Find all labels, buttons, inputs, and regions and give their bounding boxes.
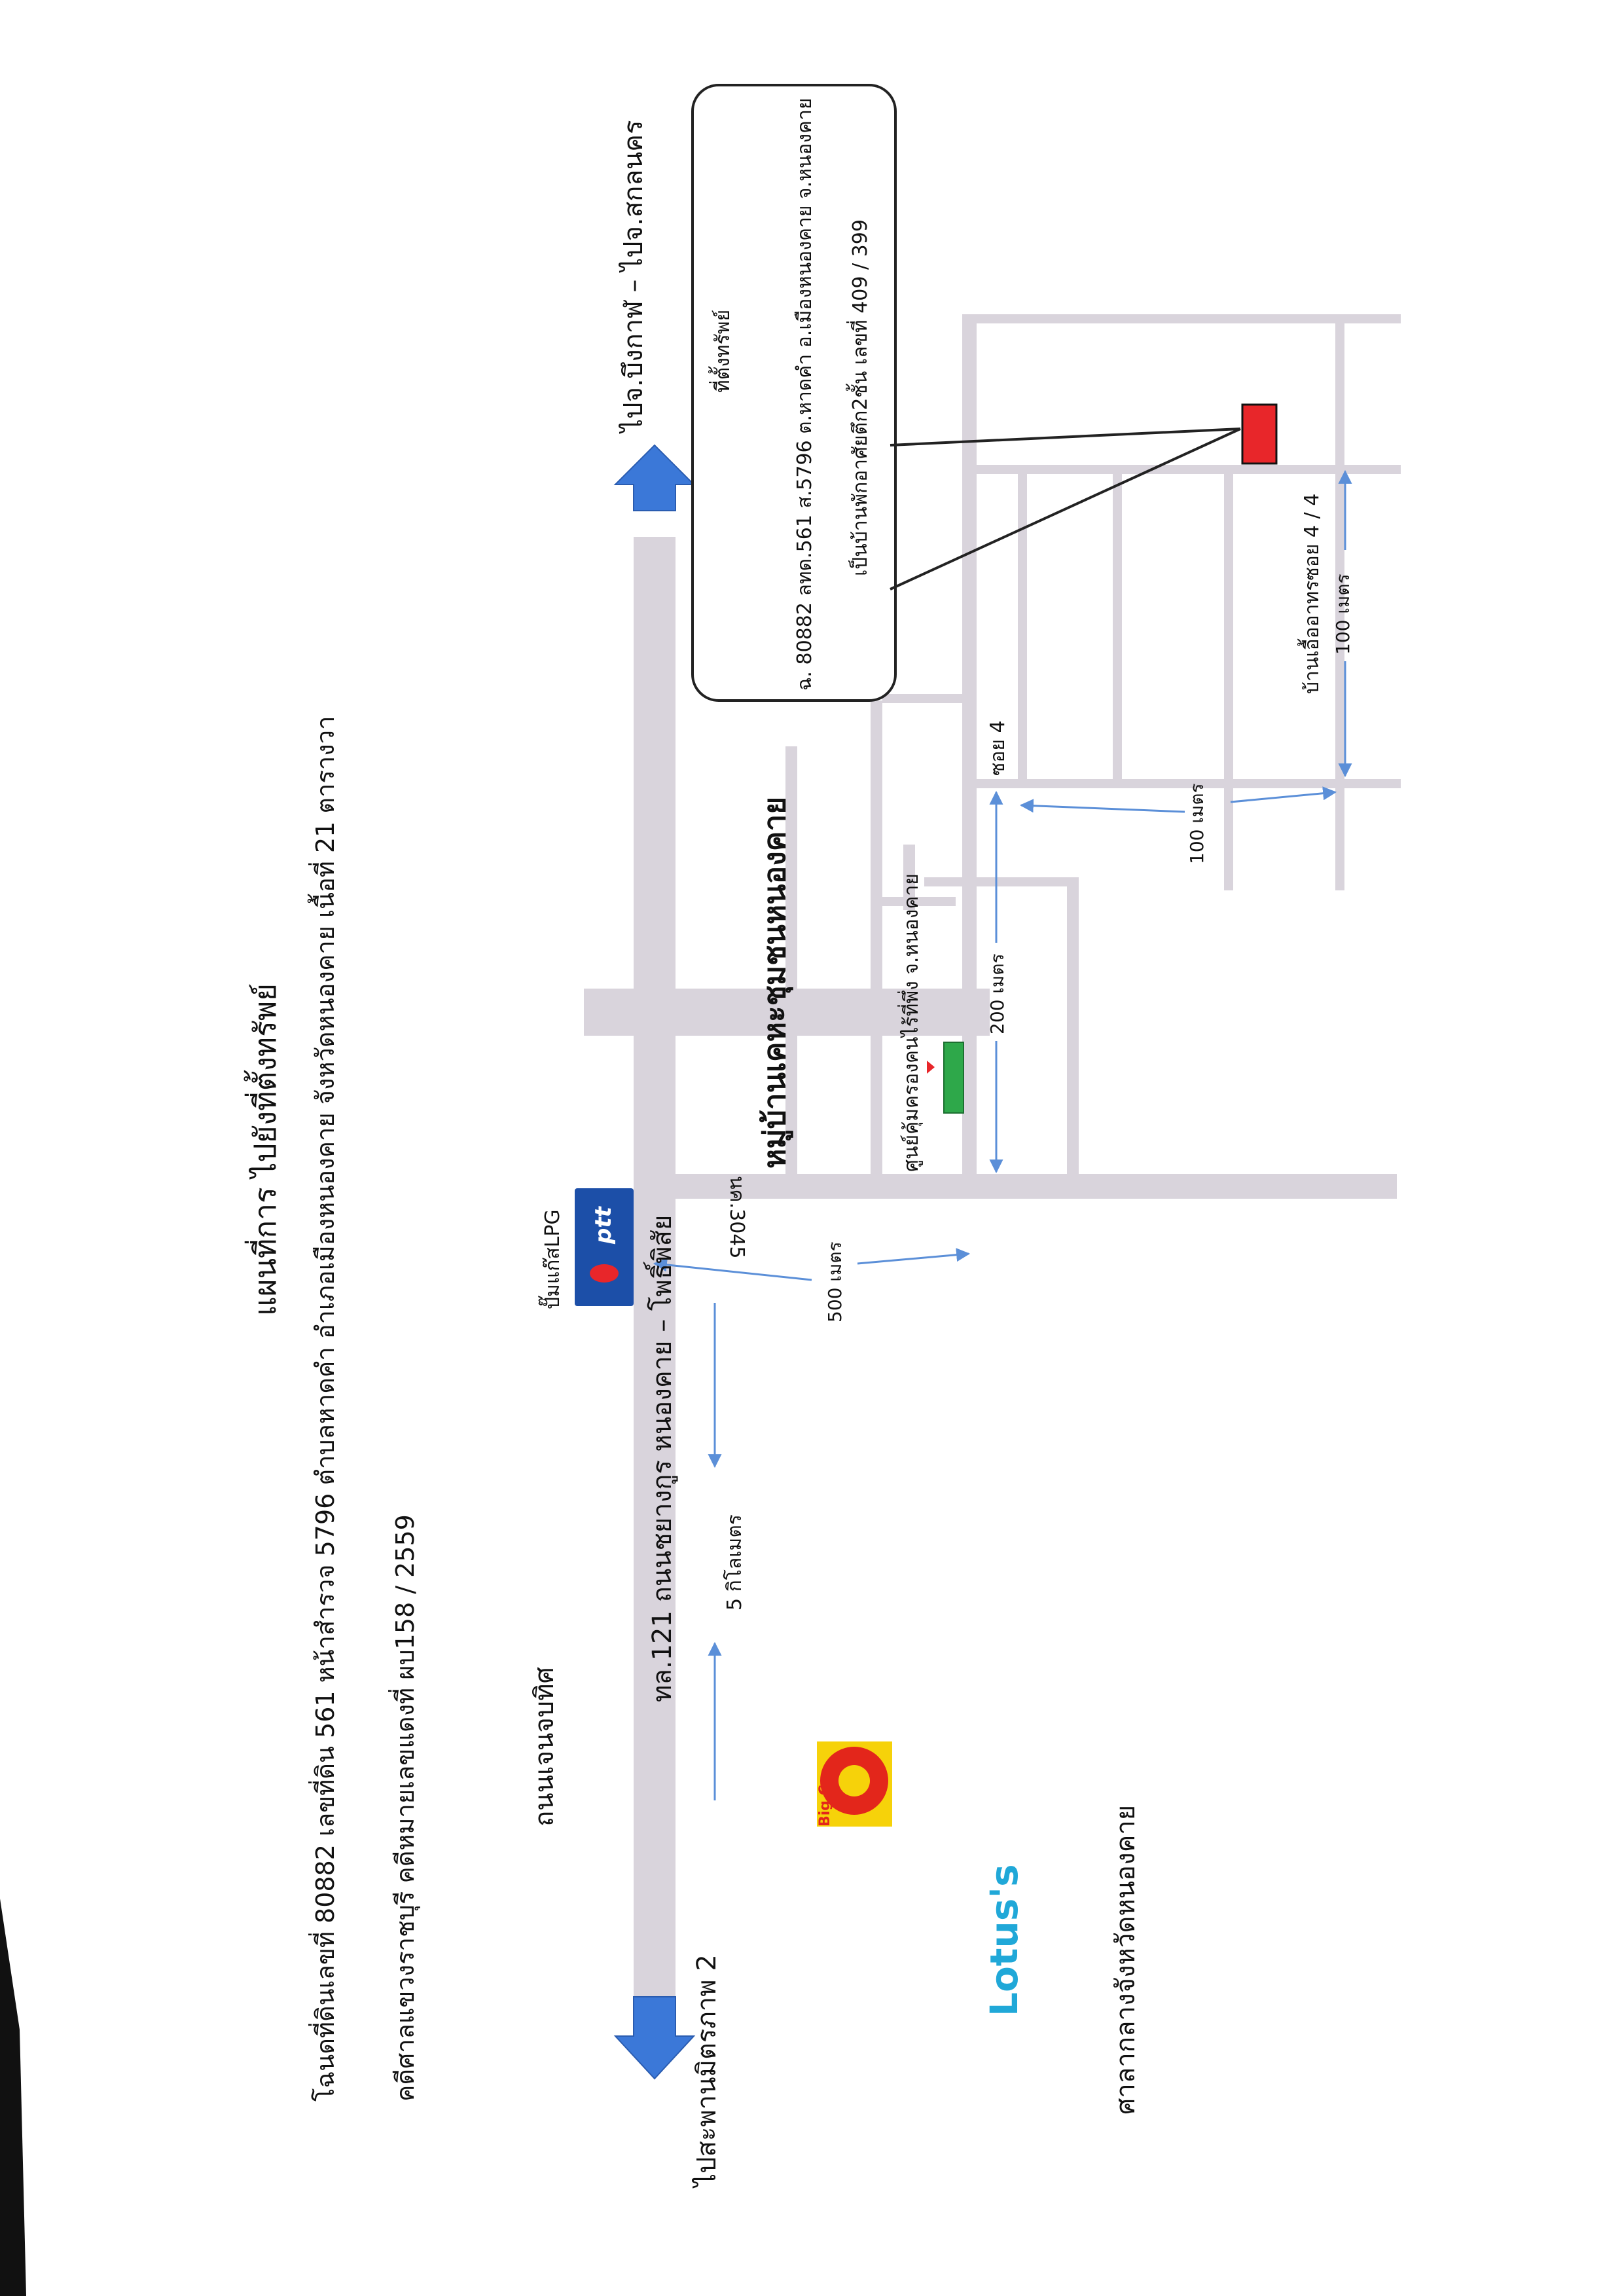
distance-lines [653, 469, 1352, 1800]
center-marker [943, 1042, 964, 1114]
court-line: คดีศาลแขวงราชบุรี คดีหมายเลขแดงที่ ผบ158… [391, 1514, 420, 2102]
dist-5km: 5 กิโลเมตร [723, 1514, 746, 1611]
dist-200m: 200 เมตร [986, 953, 1008, 1034]
callout-deed: ฉ. 80882 ลทด.561 ส.5796 ต.หาดคำ อ.เมืองห… [793, 98, 816, 691]
dist-100m-a: 100 เมตร [1186, 783, 1208, 864]
ptt-label: ปั๊มแก๊สLPG [541, 1209, 564, 1309]
main-highway [634, 537, 676, 2030]
village-label: หมู่บ้านเคหะชุมชนหนองคาย [757, 796, 792, 1169]
arrow-to-bueng-kan [613, 444, 696, 511]
callout-house: เป็นบ้านพักอาศัยตึก2ชั้น เลขที่ 409 / 39… [849, 219, 872, 576]
soi4-label: ซอย 4 [986, 720, 1009, 776]
nk3045-road [676, 1174, 1397, 1199]
callout-title: ที่ตั้งทรัพย์ [712, 309, 734, 393]
callout-box [691, 84, 1241, 702]
ptt-logo-text: ptt [590, 1207, 617, 1244]
roads [584, 314, 1401, 2030]
lotus-logo: Lotus's [982, 1864, 1026, 2016]
to-bueng-kan-label: ไปจ.บึงกาฬ – ไปจ.สกลนคร [619, 120, 649, 432]
arrow-to-bridge [613, 1996, 696, 2080]
nk3045-label: นค.3045 [725, 1176, 748, 1259]
dist-500m: 500 เมตร [824, 1241, 846, 1322]
court-landmark: ศาลากลางจังหวัดหนองคาย [1111, 1804, 1141, 2115]
target-property-marker [1241, 403, 1278, 465]
bigc-logo-text: Big C [817, 1785, 833, 1827]
to-bridge-label: ไปสะพานมิตรภาพ 2 [692, 1954, 722, 2187]
building-label: บ้านเอื้ออาทรซอย 4 / 4 [1301, 493, 1324, 694]
side-road-label: ถนนเจนจบทิศ [530, 1667, 560, 1827]
dist-100m-b: 100 เมตร [1332, 574, 1354, 655]
center-pointer [927, 1061, 935, 1074]
ptt-logo [575, 1188, 634, 1306]
main-road-label: ทล.121 ถนนชยางกูร หนองคาย – โพธิ์พิสัย [647, 1214, 677, 1702]
page-title: แผนที่การ ไปยังที่ตั้งทรัพย์ [247, 983, 283, 1316]
scan-edge [0, 1899, 26, 2296]
deed-line: โฉนดที่ดินเลขที่ 80882 เลขที่ดิน 561 หน้… [311, 716, 340, 2102]
bigc-logo [817, 1741, 892, 1827]
center-label: ศูนย์คุ้มครองคนไร้ที่พึ่ง จ.หนองคาย [900, 873, 923, 1172]
